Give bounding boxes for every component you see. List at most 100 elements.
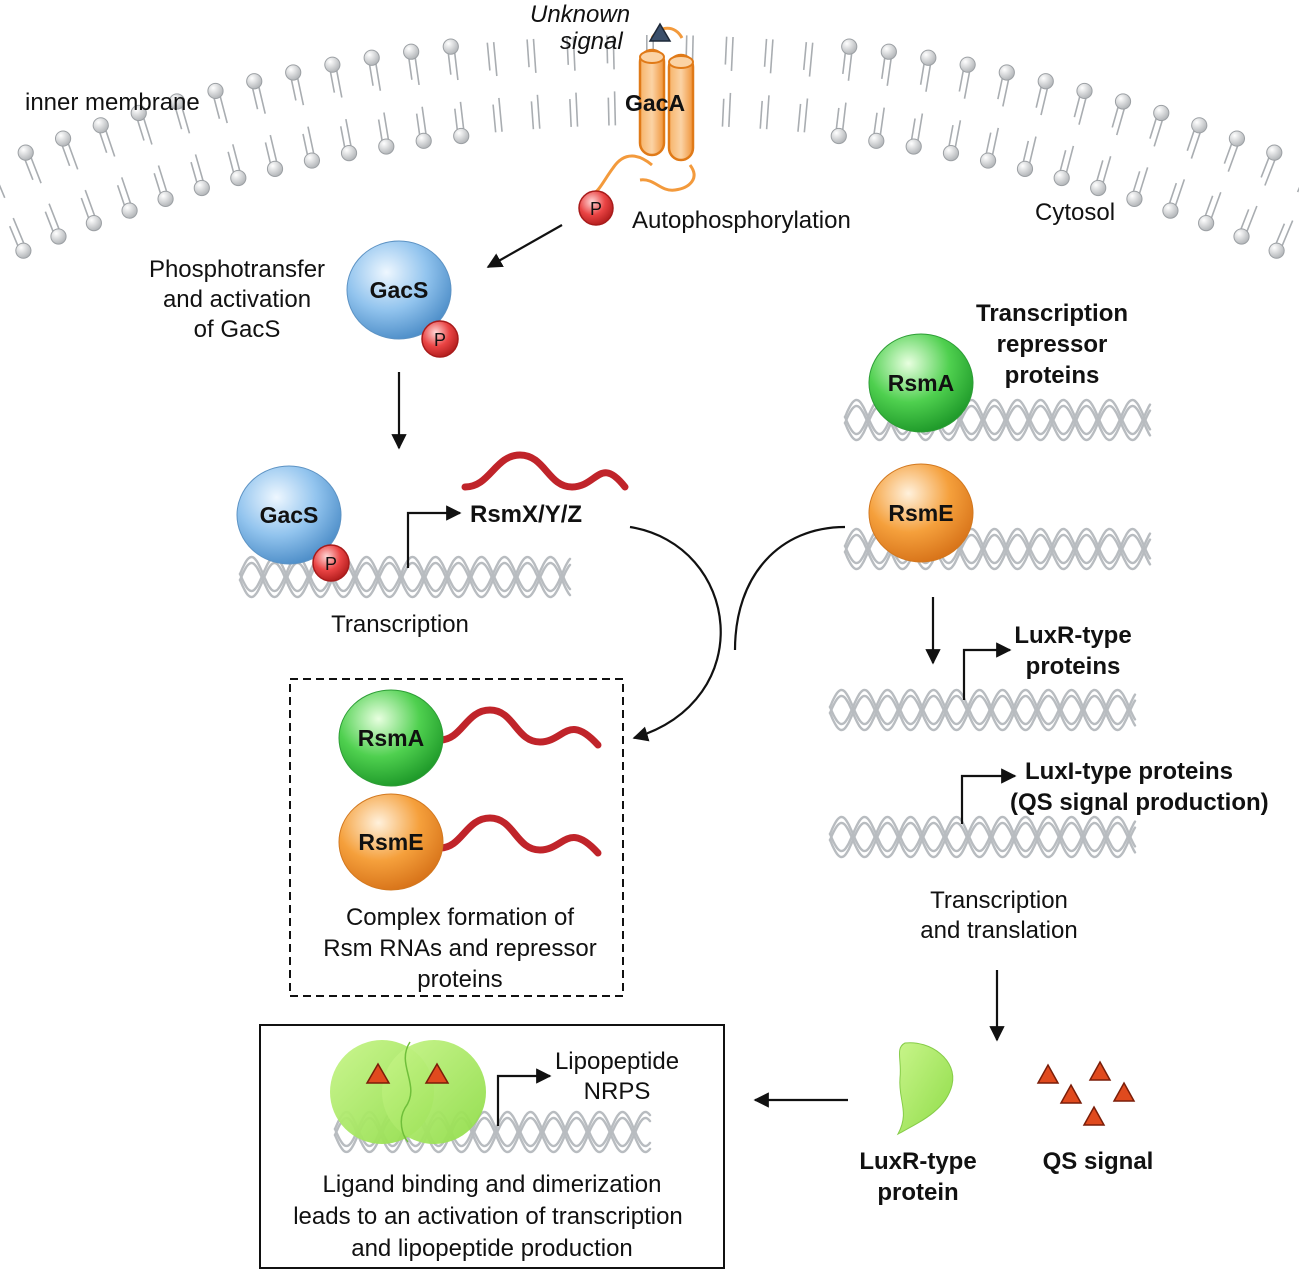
- lipid-head: [230, 169, 247, 187]
- dna-strand: [828, 688, 1137, 726]
- lipid-head: [324, 56, 341, 73]
- luxr-genes-label-line2: proteins: [1026, 653, 1121, 680]
- lipid-tail: [530, 101, 535, 130]
- lipid-head: [1037, 73, 1054, 90]
- rsme-label: RsmE: [358, 829, 423, 855]
- arrow-rsm-sequestration-right: [733, 525, 846, 651]
- lipid-head: [363, 49, 380, 66]
- ligand-caption-line3: and lipopeptide production: [351, 1235, 633, 1262]
- lipid-head: [246, 73, 263, 90]
- lipid-head: [1198, 215, 1215, 232]
- qs-signal-molecules: [1036, 1060, 1136, 1126]
- lipid-head: [207, 82, 224, 100]
- promoter-arrow-luxi: [960, 768, 1017, 824]
- lipid-tail: [724, 36, 728, 65]
- phosphotransfer-label-line3: of GacS: [194, 316, 281, 343]
- lipid-head: [121, 202, 138, 219]
- lipid-head: [1233, 228, 1250, 245]
- qs-signal-icon: [1036, 1063, 1060, 1084]
- lipid-head: [403, 43, 420, 60]
- lipid-head: [453, 127, 470, 145]
- lipid-head: [266, 160, 284, 177]
- phospho-label: P: [590, 199, 602, 219]
- qs-signal-icon: [1112, 1081, 1136, 1102]
- lipid-head: [415, 132, 432, 149]
- repressor-header-line1: Transcription: [976, 300, 1128, 327]
- luxi-genes-label-line1: LuxI-type proteins: [1025, 758, 1233, 785]
- lipid-head: [442, 38, 459, 55]
- arrow-rsm-sequestration-left: [629, 525, 722, 742]
- lipid-head: [1090, 179, 1107, 197]
- dna-helix-luxi: [828, 815, 1137, 859]
- lipid-tail: [607, 97, 610, 126]
- dna-strand: [238, 555, 572, 593]
- lipid-head: [1016, 160, 1034, 177]
- lipid-tail: [765, 95, 770, 130]
- qs-signal-label: QS signal: [1043, 1148, 1154, 1175]
- gacs-label: GacS: [260, 502, 319, 528]
- complex-caption-line2: Rsm RNAs and repressor: [323, 935, 596, 962]
- autophosphorylation-label: Autophosphorylation: [632, 207, 851, 234]
- lipid-head: [905, 138, 922, 155]
- lipid-head: [942, 145, 960, 162]
- lipid-tail: [532, 38, 537, 73]
- lipid-tail: [575, 92, 579, 127]
- lipid-tail: [721, 98, 725, 127]
- lipid-head: [1268, 242, 1285, 259]
- luxi-genes-label-line2: (QS signal production): [1010, 789, 1269, 816]
- gacs-protein-bound: GacS P: [236, 465, 350, 582]
- rsm-rna-wave: [461, 451, 629, 491]
- transcription-translation-line2: and translation: [920, 917, 1077, 944]
- transcription-label: Transcription: [331, 611, 469, 638]
- lipid-head: [168, 93, 186, 110]
- lipid-head: [285, 64, 302, 81]
- activation-box: [259, 1024, 725, 1269]
- lipid-tail: [728, 92, 732, 127]
- dna-strand: [828, 815, 1137, 853]
- phospho-group-gaca: P: [578, 190, 614, 226]
- lipid-tail: [492, 104, 497, 133]
- qs-signal-icon: [1088, 1060, 1112, 1081]
- unknown-signal-label-line1: Unknown: [530, 1, 630, 28]
- lipid-tail: [566, 36, 570, 65]
- phosphotransfer-label-line2: and activation: [163, 286, 311, 313]
- promoter-arrow-lipopeptide: [496, 1068, 552, 1126]
- inner-membrane-label: inner membrane: [25, 89, 200, 116]
- lipid-tail: [526, 39, 530, 68]
- lipid-head: [1266, 144, 1283, 161]
- qs-signal-icon: [1082, 1105, 1106, 1126]
- inner-membrane-bilayer: [0, 35, 1299, 259]
- lipid-head: [1076, 82, 1093, 100]
- lipid-head: [17, 144, 34, 161]
- promoter-arrow-luxr: [962, 642, 1012, 700]
- rsme-rna-complex: RsmE: [338, 793, 602, 891]
- lipid-head: [841, 38, 858, 55]
- transcription-translation-line1: Transcription: [930, 887, 1068, 914]
- rsm-rna-label: RsmX/Y/Z: [470, 501, 582, 528]
- rsme-label: RsmE: [888, 500, 953, 526]
- rsme-protein-bound: RsmE: [868, 463, 974, 563]
- gacs-label: GacS: [370, 277, 429, 303]
- gacs-protein-activated: GacS P: [346, 240, 459, 358]
- lipid-tail: [536, 94, 541, 129]
- qs-signal-icon: [1059, 1083, 1083, 1104]
- lipid-tail: [606, 35, 609, 64]
- ligand-caption-line2: leads to an activation of transcription: [293, 1203, 683, 1230]
- luxr-genes-label-line1: LuxR-type: [1014, 622, 1131, 649]
- rsma-protein-bound: RsmA: [868, 333, 974, 433]
- repressor-header-line2: repressor: [997, 331, 1108, 358]
- lipid-head: [1126, 190, 1143, 207]
- dna-strand: [828, 821, 1137, 859]
- lipid-head: [998, 64, 1015, 81]
- lipid-head: [830, 127, 847, 145]
- lipid-tail: [803, 98, 809, 133]
- lipid-tail: [572, 36, 576, 71]
- phospho-label: P: [434, 330, 446, 350]
- lipid-head: [340, 145, 358, 162]
- lipid-head: [378, 138, 395, 155]
- lipid-tail: [498, 97, 503, 132]
- gaca-label: GacA: [625, 90, 685, 116]
- lipid-head: [1153, 104, 1170, 122]
- phospho-label: P: [325, 554, 337, 574]
